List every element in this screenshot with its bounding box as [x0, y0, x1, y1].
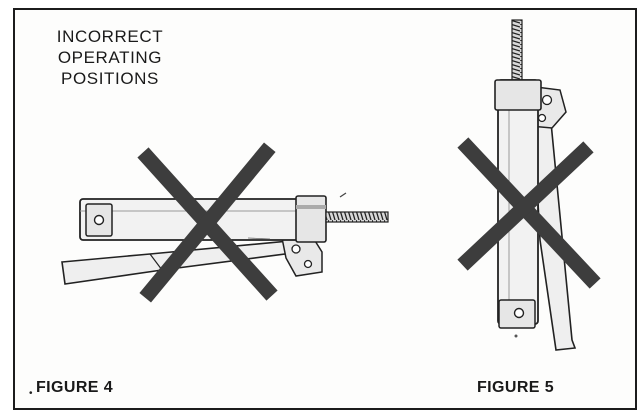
heading-line-3: POSITIONS: [61, 69, 159, 88]
end-cap-right: [295, 195, 327, 243]
caption-figure-5: FIGURE 5: [477, 379, 554, 396]
threaded-rod-vertical: [511, 19, 523, 83]
heading-line-1: INCORRECT: [56, 27, 164, 46]
print-speck: •: [29, 388, 33, 399]
heading-incorrect-operating-positions: INCORRECT OPERATING POSITIONS: [30, 26, 190, 89]
threaded-rod: [325, 211, 389, 223]
figure-5-incorrect-cross: [457, 137, 601, 289]
caption-figure-4: FIGURE 4: [36, 379, 113, 396]
figure-4-incorrect-cross: [137, 142, 278, 303]
end-cap-top: [494, 79, 542, 111]
heading-line-2: OPERATING: [57, 48, 163, 67]
